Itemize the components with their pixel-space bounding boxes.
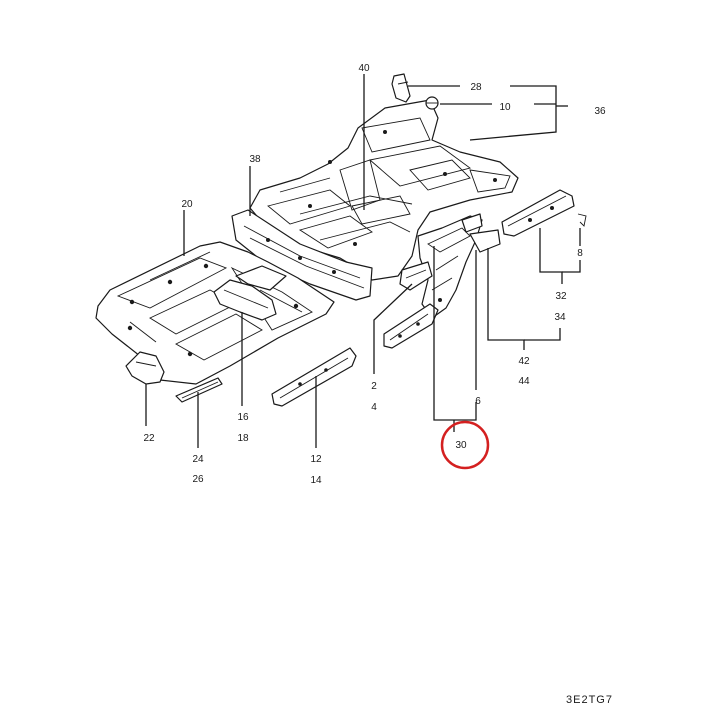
leader-lines <box>145 74 581 448</box>
label-28: 28 <box>470 82 482 93</box>
label-42: 42 <box>518 356 530 367</box>
label-6: 6 <box>475 396 481 407</box>
figure-code: 3E2TG7 <box>566 694 613 706</box>
label-44: 44 <box>518 376 530 387</box>
sill-plate <box>175 377 223 403</box>
label-14: 14 <box>310 475 322 486</box>
label-20: 20 <box>181 199 193 210</box>
label-38: 38 <box>249 154 261 165</box>
label-10: 10 <box>499 102 511 113</box>
label-40: 40 <box>358 63 370 74</box>
bolt-part <box>577 213 587 227</box>
callout-labels: 40 28 10 36 38 20 8 32 34 42 44 2 4 6 30… <box>143 63 606 486</box>
label-4: 4 <box>371 402 377 413</box>
highlight-circle <box>440 420 490 470</box>
rear-floor-panel <box>249 99 519 281</box>
label-8: 8 <box>577 248 583 259</box>
outer-sill <box>271 347 357 407</box>
label-36: 36 <box>594 106 606 117</box>
label-26: 26 <box>192 474 204 485</box>
floor-bracket <box>399 261 433 291</box>
label-22: 22 <box>143 433 155 444</box>
label-16: 16 <box>237 412 249 423</box>
label-12: 12 <box>310 454 322 465</box>
clip-part <box>425 96 439 110</box>
label-24: 24 <box>192 454 204 465</box>
rear-rail <box>501 189 575 237</box>
front-side-member <box>125 351 165 385</box>
label-30: 30 <box>455 440 467 451</box>
tunnel-reinforcement <box>213 265 287 321</box>
label-34: 34 <box>554 312 566 323</box>
bracket-part <box>391 73 411 103</box>
label-2: 2 <box>371 381 377 392</box>
label-32: 32 <box>555 291 567 302</box>
side-rail <box>383 303 439 349</box>
label-18: 18 <box>237 433 249 444</box>
